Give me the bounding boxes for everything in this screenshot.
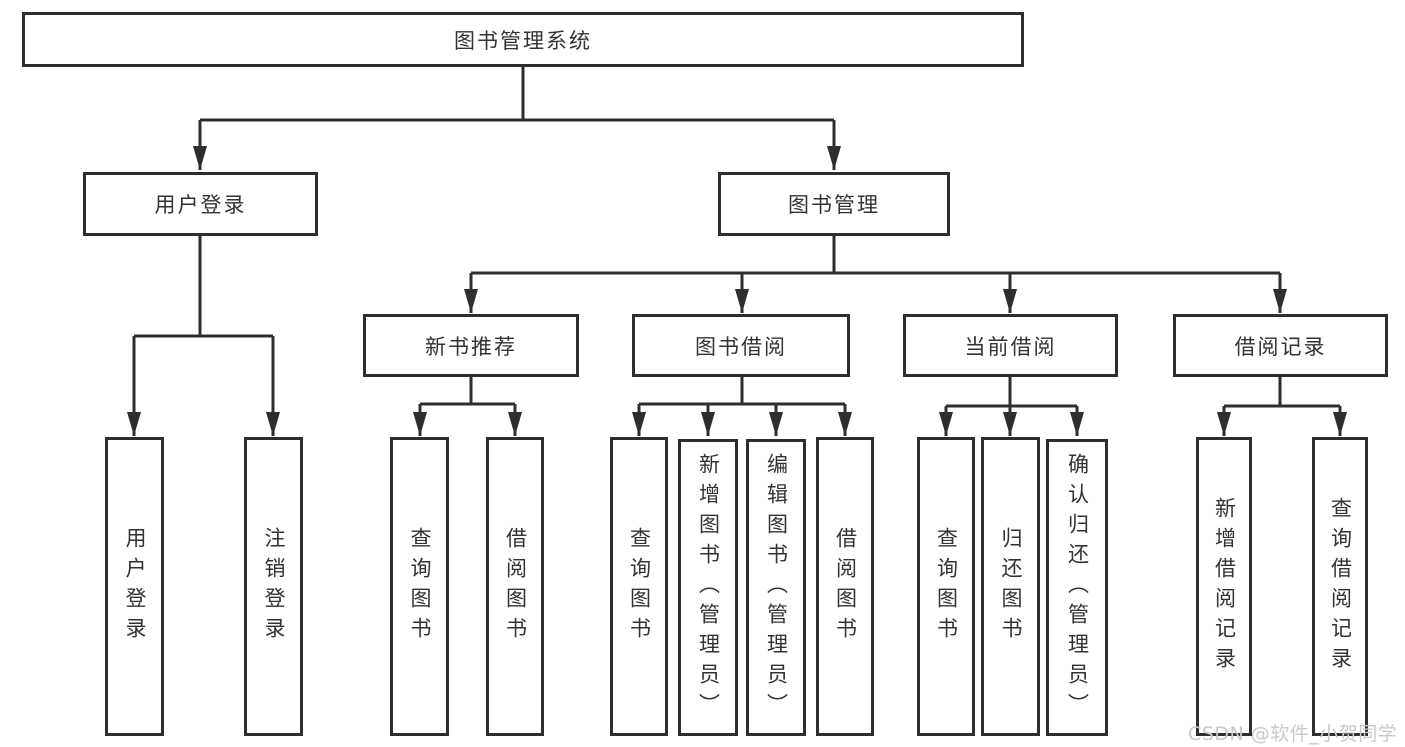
node-label: 新增借阅记录 bbox=[1212, 496, 1237, 677]
leaf-user-login: 用户登录 bbox=[105, 437, 164, 736]
node-label: 查询图书 bbox=[408, 526, 432, 647]
node-user-login-branch: 用户登录 bbox=[83, 172, 318, 236]
node-label: 查询借阅记录 bbox=[1328, 496, 1353, 677]
node-label: 图书管理 bbox=[788, 193, 880, 217]
leaf-confirm-return-admin: 确认归还（管理员） bbox=[1046, 439, 1108, 736]
connector-records-group bbox=[1217, 377, 1347, 436]
node-book-borrowing: 图书借阅 bbox=[632, 314, 850, 377]
leaf-query-books-borrow: 查询图书 bbox=[610, 437, 668, 736]
connector-new-book-group bbox=[413, 377, 522, 436]
node-label: 图书借阅 bbox=[695, 334, 787, 359]
node-label: 借阅图书 bbox=[503, 526, 528, 647]
connector-user-branch bbox=[127, 236, 280, 436]
leaf-borrow-books-recommend: 借阅图书 bbox=[486, 437, 544, 736]
node-label: 编辑图书（管理员） bbox=[764, 452, 789, 723]
node-label: 新增图书（管理员） bbox=[696, 452, 721, 723]
leaf-query-books-current: 查询图书 bbox=[917, 437, 975, 736]
node-label: 查询图书 bbox=[627, 526, 652, 647]
node-label: 确认归还（管理员） bbox=[1065, 452, 1090, 723]
node-label: 注销登录 bbox=[262, 526, 286, 647]
node-label: 借阅记录 bbox=[1234, 334, 1327, 359]
connector-book-branch bbox=[464, 236, 1287, 313]
node-new-book-recommend: 新书推荐 bbox=[363, 314, 579, 377]
connector-borrow-group bbox=[632, 377, 852, 436]
node-root-library-system: 图书管理系统 bbox=[22, 12, 1024, 67]
csdn-watermark: CSDN @软件_小贺同学 bbox=[1188, 723, 1398, 745]
node-book-management-branch: 图书管理 bbox=[718, 172, 950, 236]
leaf-borrow-books: 借阅图书 bbox=[816, 437, 874, 736]
connector-current-group bbox=[939, 377, 1084, 436]
leaf-add-borrow-record: 新增借阅记录 bbox=[1196, 437, 1252, 736]
leaf-logout: 注销登录 bbox=[244, 437, 303, 736]
node-label: 当前借阅 bbox=[964, 334, 1057, 359]
node-label: 借阅图书 bbox=[833, 526, 858, 647]
node-label: 查询图书 bbox=[934, 526, 959, 647]
leaf-query-borrow-record: 查询借阅记录 bbox=[1312, 437, 1368, 736]
node-label: 用户登录 bbox=[123, 526, 147, 647]
leaf-edit-books-admin: 编辑图书（管理员） bbox=[746, 439, 806, 736]
node-label: 图书管理系统 bbox=[454, 28, 592, 53]
node-label: 新书推荐 bbox=[425, 334, 517, 359]
node-label: 归还图书 bbox=[999, 526, 1023, 647]
node-label: 用户登录 bbox=[154, 193, 247, 217]
connector-root-to-level2 bbox=[193, 65, 841, 170]
leaf-query-books-recommend: 查询图书 bbox=[390, 437, 449, 736]
leaf-return-books: 归还图书 bbox=[981, 437, 1040, 736]
leaf-add-books-admin: 新增图书（管理员） bbox=[678, 439, 738, 736]
node-current-borrowing: 当前借阅 bbox=[903, 314, 1118, 377]
node-borrowing-records: 借阅记录 bbox=[1173, 314, 1388, 377]
